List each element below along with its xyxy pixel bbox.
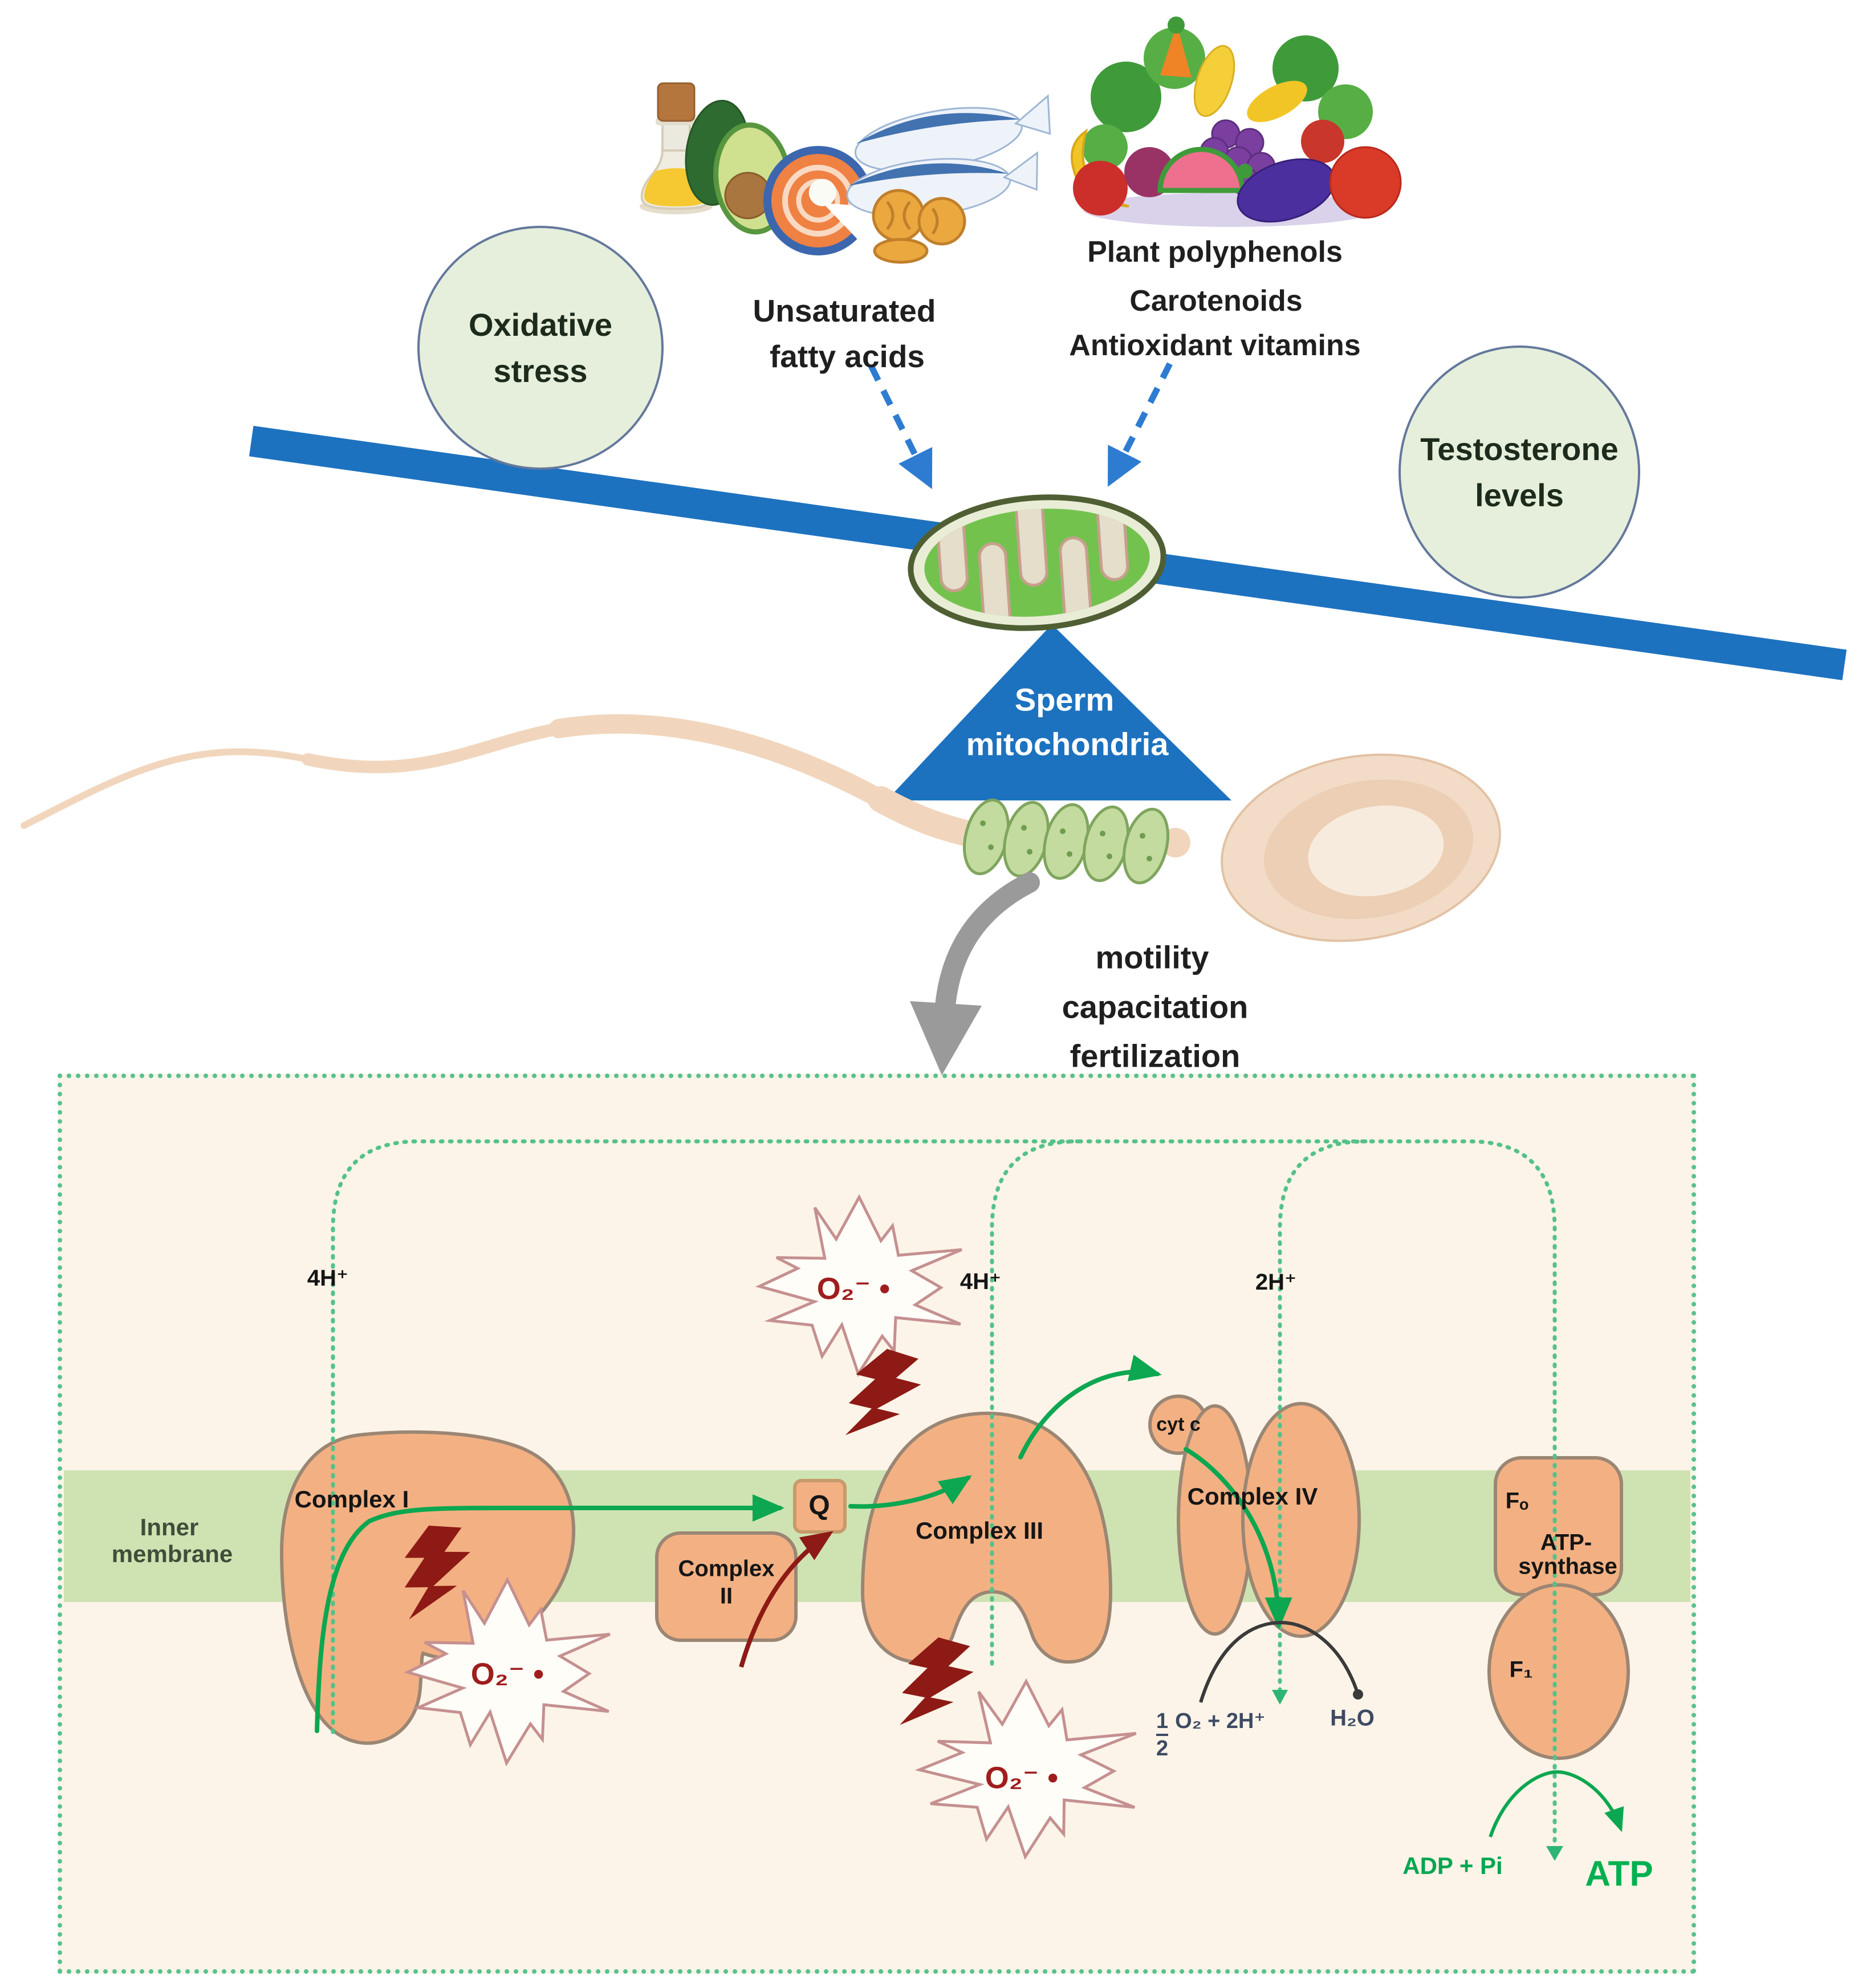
complex2-to-q-arrow (739, 1531, 834, 1668)
proton-pump-dashed-path (331, 1139, 1557, 1849)
half-fraction: 1 2 (1156, 1709, 1169, 1759)
sperm-midpiece-mitochondria-icon (963, 798, 1169, 885)
proton-arrowhead-c4 (1272, 1690, 1288, 1705)
cyt-c-label: cyt c (1156, 1413, 1201, 1436)
superoxide-label-complex1: O₂⁻ • (470, 1657, 544, 1692)
plant-polyphenols-label: Plant polyphenols (1087, 235, 1343, 269)
atp-formation-arrow (1489, 1770, 1624, 1837)
atp-synthase-f1-label: F₁ (1509, 1657, 1533, 1682)
oxidative-stress-bubble: Oxidative stress (417, 226, 664, 470)
water-formation-arrow (1199, 1620, 1363, 1703)
sperm-mitochondria-line1: Sperm (1014, 681, 1115, 718)
fulcrum-triangle (887, 624, 1231, 800)
proton-4h-complex3-label: 4H⁺ (960, 1269, 1002, 1294)
fraction-denominator: 2 (1156, 1734, 1169, 1759)
adp-pi-label: ADP + Pi (1402, 1852, 1503, 1879)
diet-arrow-left-icon (868, 364, 933, 489)
atp-synthase-shape (1487, 1456, 1630, 1760)
proton-2h-complex4-label: 2H⁺ (1255, 1270, 1297, 1295)
carotenoids-label: Carotenoids (1129, 284, 1303, 318)
complex4-label: Complex IV (1187, 1483, 1318, 1510)
ros-burst-complex1-icon (404, 1576, 611, 1767)
unsaturated-label-line1: Unsaturated (753, 293, 936, 328)
capacitation-label: capacitation (1062, 989, 1249, 1025)
equation-terms: O₂ + 2H⁺ (1175, 1709, 1266, 1733)
antioxidant-vitamins-label: Antioxidant vitamins (1069, 329, 1361, 362)
oxidative-stress-line1: Oxidative (468, 306, 613, 343)
complex-4-shape (1177, 1402, 1361, 1638)
motility-label: motility (1095, 939, 1209, 975)
water-label: H₂O (1330, 1705, 1375, 1731)
testosterone-line2: levels (1475, 477, 1564, 513)
diet-arrow-right-icon (1108, 362, 1173, 487)
outcome-arrow-icon (910, 872, 1040, 1075)
inner-membrane-line1: Inner (140, 1514, 199, 1540)
atp-label: ATP (1585, 1854, 1653, 1894)
electron-flow-arrows (315, 1355, 1292, 1733)
mitochondria-icon (908, 494, 1166, 631)
testosterone-line1: Testosterone (1420, 430, 1619, 467)
superoxide-label-complex3-top: O₂⁻ • (816, 1271, 891, 1306)
complex3-label: Complex III (915, 1517, 1044, 1544)
atp-synthase-fo-label: Fₒ (1505, 1488, 1529, 1514)
inner-membrane-line2: membrane (111, 1540, 233, 1567)
atp-synthase-label-line2: synthase (1518, 1554, 1617, 1579)
superoxide-label-complex3-bottom: O₂⁻ • (985, 1761, 1059, 1795)
complex2-label-line1: Complex (678, 1556, 775, 1582)
ros-burst-complex3-bottom-icon (914, 1678, 1137, 1860)
unsaturated-label-line2: fatty acids (769, 339, 925, 374)
q-label: Q (808, 1490, 830, 1521)
sperm-icon (21, 714, 1501, 942)
sperm-mitochondria-line2: mitochondria (966, 726, 1169, 762)
complex1-label: Complex I (294, 1486, 409, 1513)
atp-synthase-label-line1: ATP- (1540, 1530, 1592, 1555)
fraction-numerator: 1 (1156, 1709, 1169, 1733)
fertilization-label: fertilization (1070, 1038, 1241, 1074)
proton-arrowhead-atp (1546, 1846, 1563, 1861)
proton-4h-complex1-label: 4H⁺ (307, 1266, 349, 1291)
testosterone-bubble: Testosterone levels (1398, 345, 1640, 599)
oxidative-stress-line2: stress (493, 353, 588, 389)
oxygen-reduction-equation: 1 2 O₂ + 2H⁺ (1156, 1710, 1266, 1759)
fruits-vegetables-illustration (1071, 17, 1402, 227)
complex2-label-line2: II (719, 1583, 733, 1609)
healthy-fats-illustration (640, 82, 1051, 264)
